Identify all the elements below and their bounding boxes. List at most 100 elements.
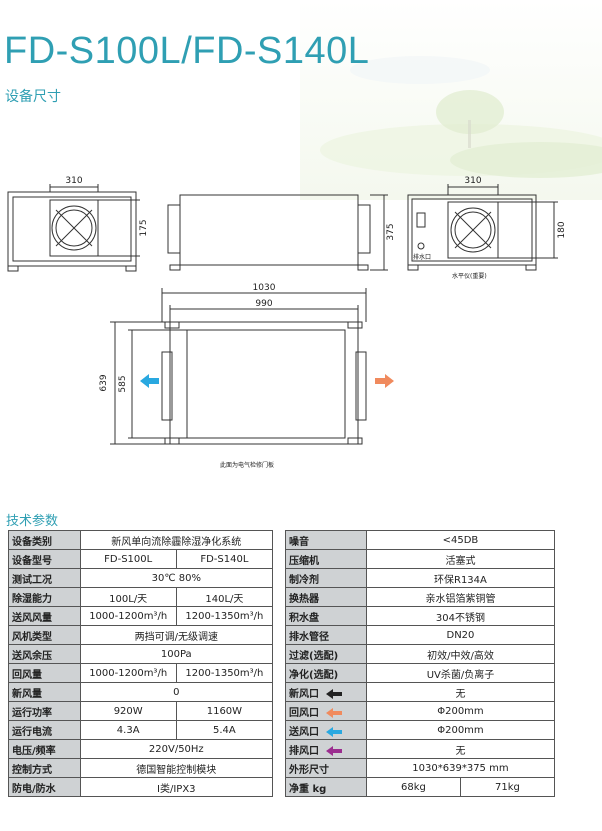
spec-row: 压缩机活塞式 [285, 549, 556, 569]
spec-cell: 1200-1350m³/h [175, 663, 274, 683]
spec-row-label: 积水盘 [285, 606, 367, 626]
spec-row: 积水盘 304不锈钢 [285, 606, 556, 626]
spec-cell: FD-S100L [79, 549, 177, 569]
side-view [167, 194, 388, 271]
spec-cell: <45DB [365, 530, 556, 550]
spec-row: 送风口 Φ200mm [285, 720, 556, 740]
spec-label-text: 防电/防水 [12, 783, 56, 795]
spec-cell: Φ200mm [365, 701, 556, 721]
spec-cell: 4.3A [79, 720, 177, 740]
spec-label-text: 送风风量 [12, 612, 52, 624]
spec-row-label: 设备型号 [8, 549, 81, 569]
spec-label-text: 送风口 [289, 726, 319, 738]
spec-row-label: 回风口 [285, 701, 367, 721]
spec-cell: DN20 [365, 625, 556, 645]
spec-cell: 220V/50Hz [79, 739, 274, 759]
front-height-label: 175 [139, 219, 149, 236]
spec-label-text: 排水管径 [289, 631, 329, 643]
top-view [110, 288, 367, 445]
spec-row-label: 风机类型 [8, 625, 81, 645]
spec-label-text: 控制方式 [12, 764, 52, 776]
spec-cell: 德国智能控制模块 [79, 758, 274, 778]
spec-label-text: 换热器 [289, 593, 319, 605]
spec-label-text: 测试工况 [12, 574, 52, 586]
spec-cell: 两挡可调/无级调速 [79, 625, 274, 645]
back-view [407, 184, 558, 271]
spec-row-label: 噪音 [285, 530, 367, 550]
back-height-label: 180 [557, 221, 567, 238]
supply-arrow-icon [140, 374, 159, 388]
spec-cell: Φ200mm [365, 720, 556, 740]
spec-row-label: 排风口 [285, 739, 367, 759]
spec-cell: 无 [365, 682, 556, 702]
spec-row: 净化(选配)UV杀菌/负离子 [285, 663, 556, 683]
spec-cell: 304不锈钢 [365, 606, 556, 626]
spec-row: 排风口 无 [285, 739, 556, 759]
spec-row: 控制方式 德国智能控制模块 [8, 758, 274, 778]
spec-label-text: 制冷剂 [289, 574, 319, 586]
spec-cell: 1030*639*375 mm [365, 758, 556, 778]
spec-label-text: 回风口 [289, 707, 319, 719]
spec-label-text: 积水盘 [289, 612, 319, 624]
dimension-drawings: 310 175 375 310 180 1030 990 639 585 排水口… [7, 176, 567, 469]
top-view-arrows [140, 374, 394, 388]
spec-row: 噪音<45DB [285, 530, 556, 550]
spec-row-label: 设备类别 [8, 530, 81, 550]
spec-section-title: 技术参数 [6, 514, 59, 529]
spec-cell: 140L/天 [175, 587, 274, 607]
purple-arrow-icon [326, 745, 342, 756]
level-note-label: 水平仪(重要) [452, 272, 487, 280]
spec-row-label: 防电/防水 [8, 777, 81, 797]
spec-cell: 初效/中效/高效 [365, 644, 556, 664]
spec-cell: 100Pa [79, 644, 274, 664]
spec-row: 制冷剂环保R134A [285, 568, 556, 588]
spec-cell: 30℃ 80% [79, 568, 274, 588]
background-decoration [300, 0, 602, 200]
spec-cell: 100L/天 [79, 587, 177, 607]
spec-label-text: 净化(选配) [289, 669, 339, 681]
top-inner-height-label: 585 [118, 375, 128, 392]
side-height-label: 375 [386, 223, 396, 240]
spec-row: 设备类别新风单向流除霾除湿净化系统 [8, 530, 274, 550]
front-view [7, 184, 140, 272]
spec-cell: 活塞式 [365, 549, 556, 569]
spec-row: 过滤(选配)初效/中效/高效 [285, 644, 556, 664]
maintenance-door-note: 此面为电气检修门板 [220, 461, 274, 469]
spec-label-text: 设备类别 [12, 536, 52, 548]
spec-row-label: 新风量 [8, 682, 81, 702]
black-arrow-icon [326, 688, 342, 699]
spec-label-text: 运行电流 [12, 726, 52, 738]
spec-row-label: 除湿能力 [8, 587, 81, 607]
spec-label-text: 排风口 [289, 745, 319, 757]
spec-row: 排水管径 DN20 [285, 625, 556, 645]
spec-row-label: 新风口 [285, 682, 367, 702]
orange-arrow-icon [326, 707, 342, 718]
spec-cell: 1200-1350m³/h [175, 606, 274, 626]
return-arrow-icon [375, 374, 394, 388]
spec-row: 回风口 Φ200mm [285, 701, 556, 721]
spec-row-label: 压缩机 [285, 549, 367, 569]
page-subtitle: 设备尺寸 [5, 89, 61, 105]
spec-cell: 无 [365, 739, 556, 759]
spec-cell: 1000-1200m³/h [79, 663, 177, 683]
spec-row-label: 净化(选配) [285, 663, 367, 683]
spec-cell: 68kg [365, 777, 461, 797]
spec-cell: 5.4A [175, 720, 274, 740]
spec-row-label: 过滤(选配) [285, 644, 367, 664]
spec-row-label: 回风量 [8, 663, 81, 683]
spec-row-label: 控制方式 [8, 758, 81, 778]
spec-label-text: 新风量 [12, 688, 42, 700]
drain-outlet-label: 排水口 [413, 253, 431, 261]
back-width-label: 310 [464, 176, 481, 186]
spec-label-text: 运行功率 [12, 707, 52, 719]
